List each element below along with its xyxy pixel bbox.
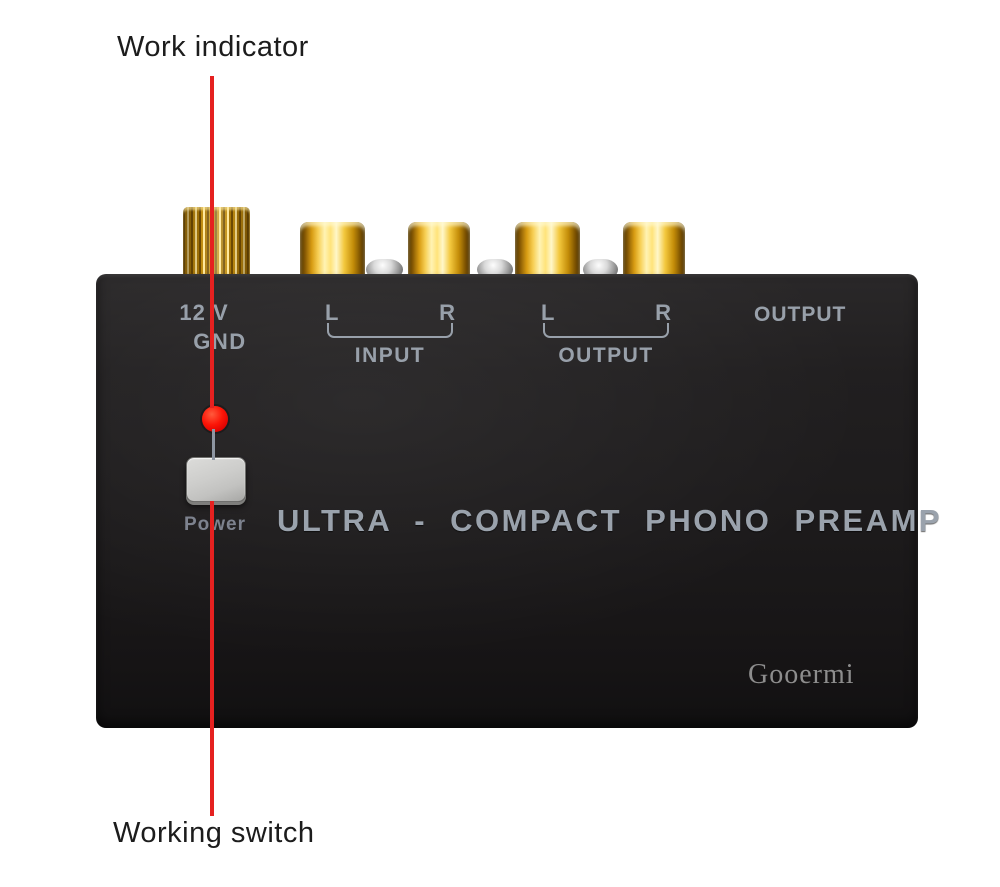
dc-power-jack bbox=[183, 207, 250, 279]
input-right-label: R bbox=[439, 300, 455, 325]
product-title: ULTRA - COMPACT PHONO PREAMP bbox=[277, 503, 943, 538]
output-right-label: R bbox=[655, 300, 671, 325]
rca-connector-input-right bbox=[408, 222, 470, 282]
phono-preamp-device: 12 V GND L R INPUT L R OUTPUT bbox=[96, 274, 940, 728]
output-panel-label: OUTPUT bbox=[754, 303, 847, 326]
input-left-label: L bbox=[325, 300, 339, 325]
brand-logo-text: Gooermi bbox=[748, 659, 855, 690]
power-spec-labels: 12 V GND bbox=[172, 300, 268, 355]
output-group-label: OUTPUT bbox=[558, 344, 654, 367]
input-channel-group: L R INPUT bbox=[322, 300, 458, 368]
voltage-label: 12 V bbox=[179, 300, 229, 325]
gnd-label: GND bbox=[193, 329, 247, 354]
output-channel-group: L R OUTPUT bbox=[538, 300, 674, 368]
output-left-label: L bbox=[541, 300, 555, 325]
working-switch-label: Working switch bbox=[113, 817, 315, 849]
work-indicator-label: Work indicator bbox=[117, 31, 309, 63]
led-indicator bbox=[202, 406, 228, 432]
power-button bbox=[186, 457, 246, 502]
power-button-label: Power bbox=[183, 514, 247, 535]
rca-connector-input-left bbox=[300, 222, 365, 282]
led-to-switch-connector-line bbox=[212, 429, 215, 460]
output-bracket bbox=[543, 323, 669, 338]
rca-connector-output-right bbox=[623, 222, 685, 282]
input-bracket bbox=[327, 323, 453, 338]
annotation-line-top bbox=[210, 76, 214, 408]
rca-connector-output-left bbox=[515, 222, 580, 282]
annotation-line-bottom bbox=[210, 501, 214, 816]
input-group-label: INPUT bbox=[354, 344, 426, 367]
